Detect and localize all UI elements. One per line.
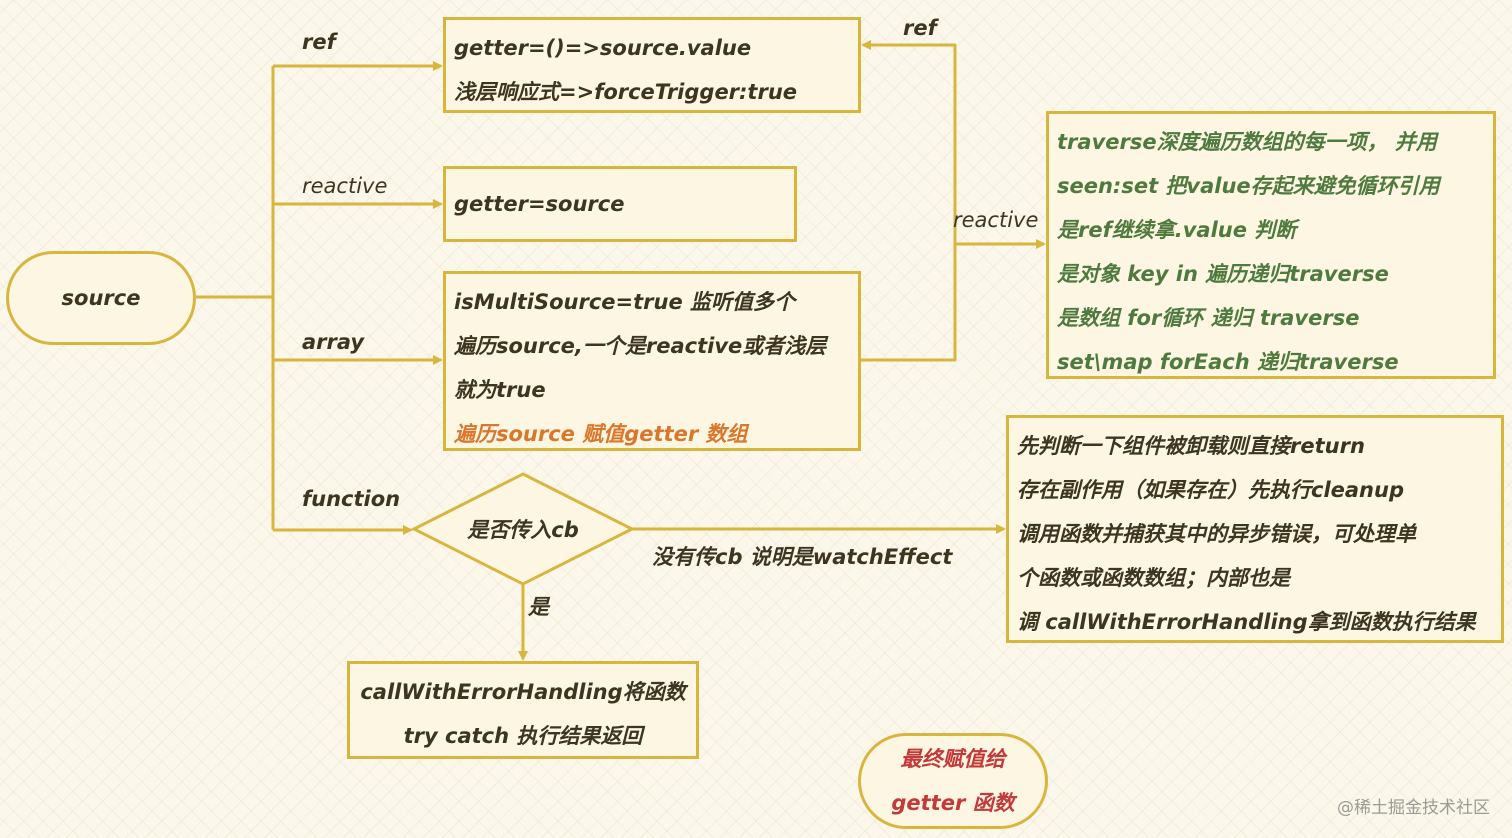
traverse-box: traverse深度遍历数组的每一项， 并用 seen:set 把value存起… — [1046, 111, 1496, 379]
final-getter-node: 最终赋值给 getter 函数 — [858, 733, 1048, 829]
array-line-true: 就为true — [454, 378, 546, 402]
watch-effect-line-2: 存在副作用（如果存在）先执行cleanup — [1017, 478, 1404, 502]
traverse-line-4: 是对象 key in 遍历递归traverse — [1057, 262, 1389, 286]
traverse-to-ref-arrow — [861, 40, 957, 244]
edge-label-reactive-side: reactive — [953, 208, 1039, 232]
edge-label-function: function — [302, 487, 401, 511]
callwitherror-line-1: callWithErrorHandling将函数 — [360, 680, 686, 704]
ref-force-trigger-line: 浅层响应式=>forceTrigger:true — [454, 80, 798, 104]
watch-effect-line-3: 调用函数并捕获其中的异步错误，可处理单 — [1017, 522, 1416, 546]
watch-effect-line-5: 调 callWithErrorHandling拿到函数执行结果 — [1017, 610, 1476, 634]
edge-label-reactive: reactive — [302, 174, 388, 198]
watch-effect-box: 先判断一下组件被卸载则直接return 存在副作用（如果存在）先执行cleanu… — [1006, 415, 1504, 643]
edge-label-yes: 是 — [528, 595, 549, 619]
array-line-multisource: isMultiSource=true 监听值多个 — [454, 290, 796, 314]
traverse-line-3: 是ref继续拿.value 判断 — [1057, 218, 1297, 242]
array-to-traverse-arrow — [861, 239, 1046, 362]
callwitherror-box: callWithErrorHandling将函数 try catch 执行结果返… — [347, 661, 699, 759]
array-line-iterate: 遍历source,一个是reactive或者浅层 — [454, 334, 827, 358]
traverse-line-5: 是数组 for循环 递归 traverse — [1057, 306, 1360, 330]
reactive-getter-line: getter=source — [454, 192, 625, 216]
array-getter-box: isMultiSource=true 监听值多个 遍历source,一个是rea… — [443, 271, 861, 451]
callwitherror-line-2: try catch 执行结果返回 — [403, 724, 643, 748]
edge-label-ref: ref — [302, 30, 336, 54]
array-line-assign-getter: 遍历source 赋值getter 数组 — [454, 422, 748, 446]
traverse-line-6: set\map forEach 递归traverse — [1057, 350, 1399, 374]
edge-label-ref-back: ref — [903, 16, 937, 40]
ref-getter-line: getter=()=>source.value — [454, 36, 752, 60]
traverse-line-1: traverse深度遍历数组的每一项， 并用 — [1057, 130, 1437, 154]
edge-label-no-cb: 没有传cb 说明是watchEffect — [652, 545, 953, 569]
cb-decision-label: 是否传入cb — [467, 518, 579, 542]
reactive-getter-box: getter=source — [443, 166, 797, 242]
traverse-line-2: seen:set 把value存起来避免循环引用 — [1057, 174, 1440, 198]
source-node: source — [6, 251, 196, 345]
final-line-1: 最终赋值给 — [900, 747, 1006, 771]
edge-label-array: array — [302, 330, 365, 354]
final-line-2: getter 函数 — [891, 791, 1015, 815]
ref-getter-box: getter=()=>source.value 浅层响应式=>forceTrig… — [443, 17, 861, 113]
source-label: source — [61, 286, 141, 310]
watermark: @稀土掘金技术社区 — [1337, 798, 1490, 818]
watch-effect-line-4: 个函数或函数数组；内部也是 — [1017, 566, 1290, 590]
watch-effect-line-1: 先判断一下组件被卸载则直接return — [1017, 434, 1365, 458]
